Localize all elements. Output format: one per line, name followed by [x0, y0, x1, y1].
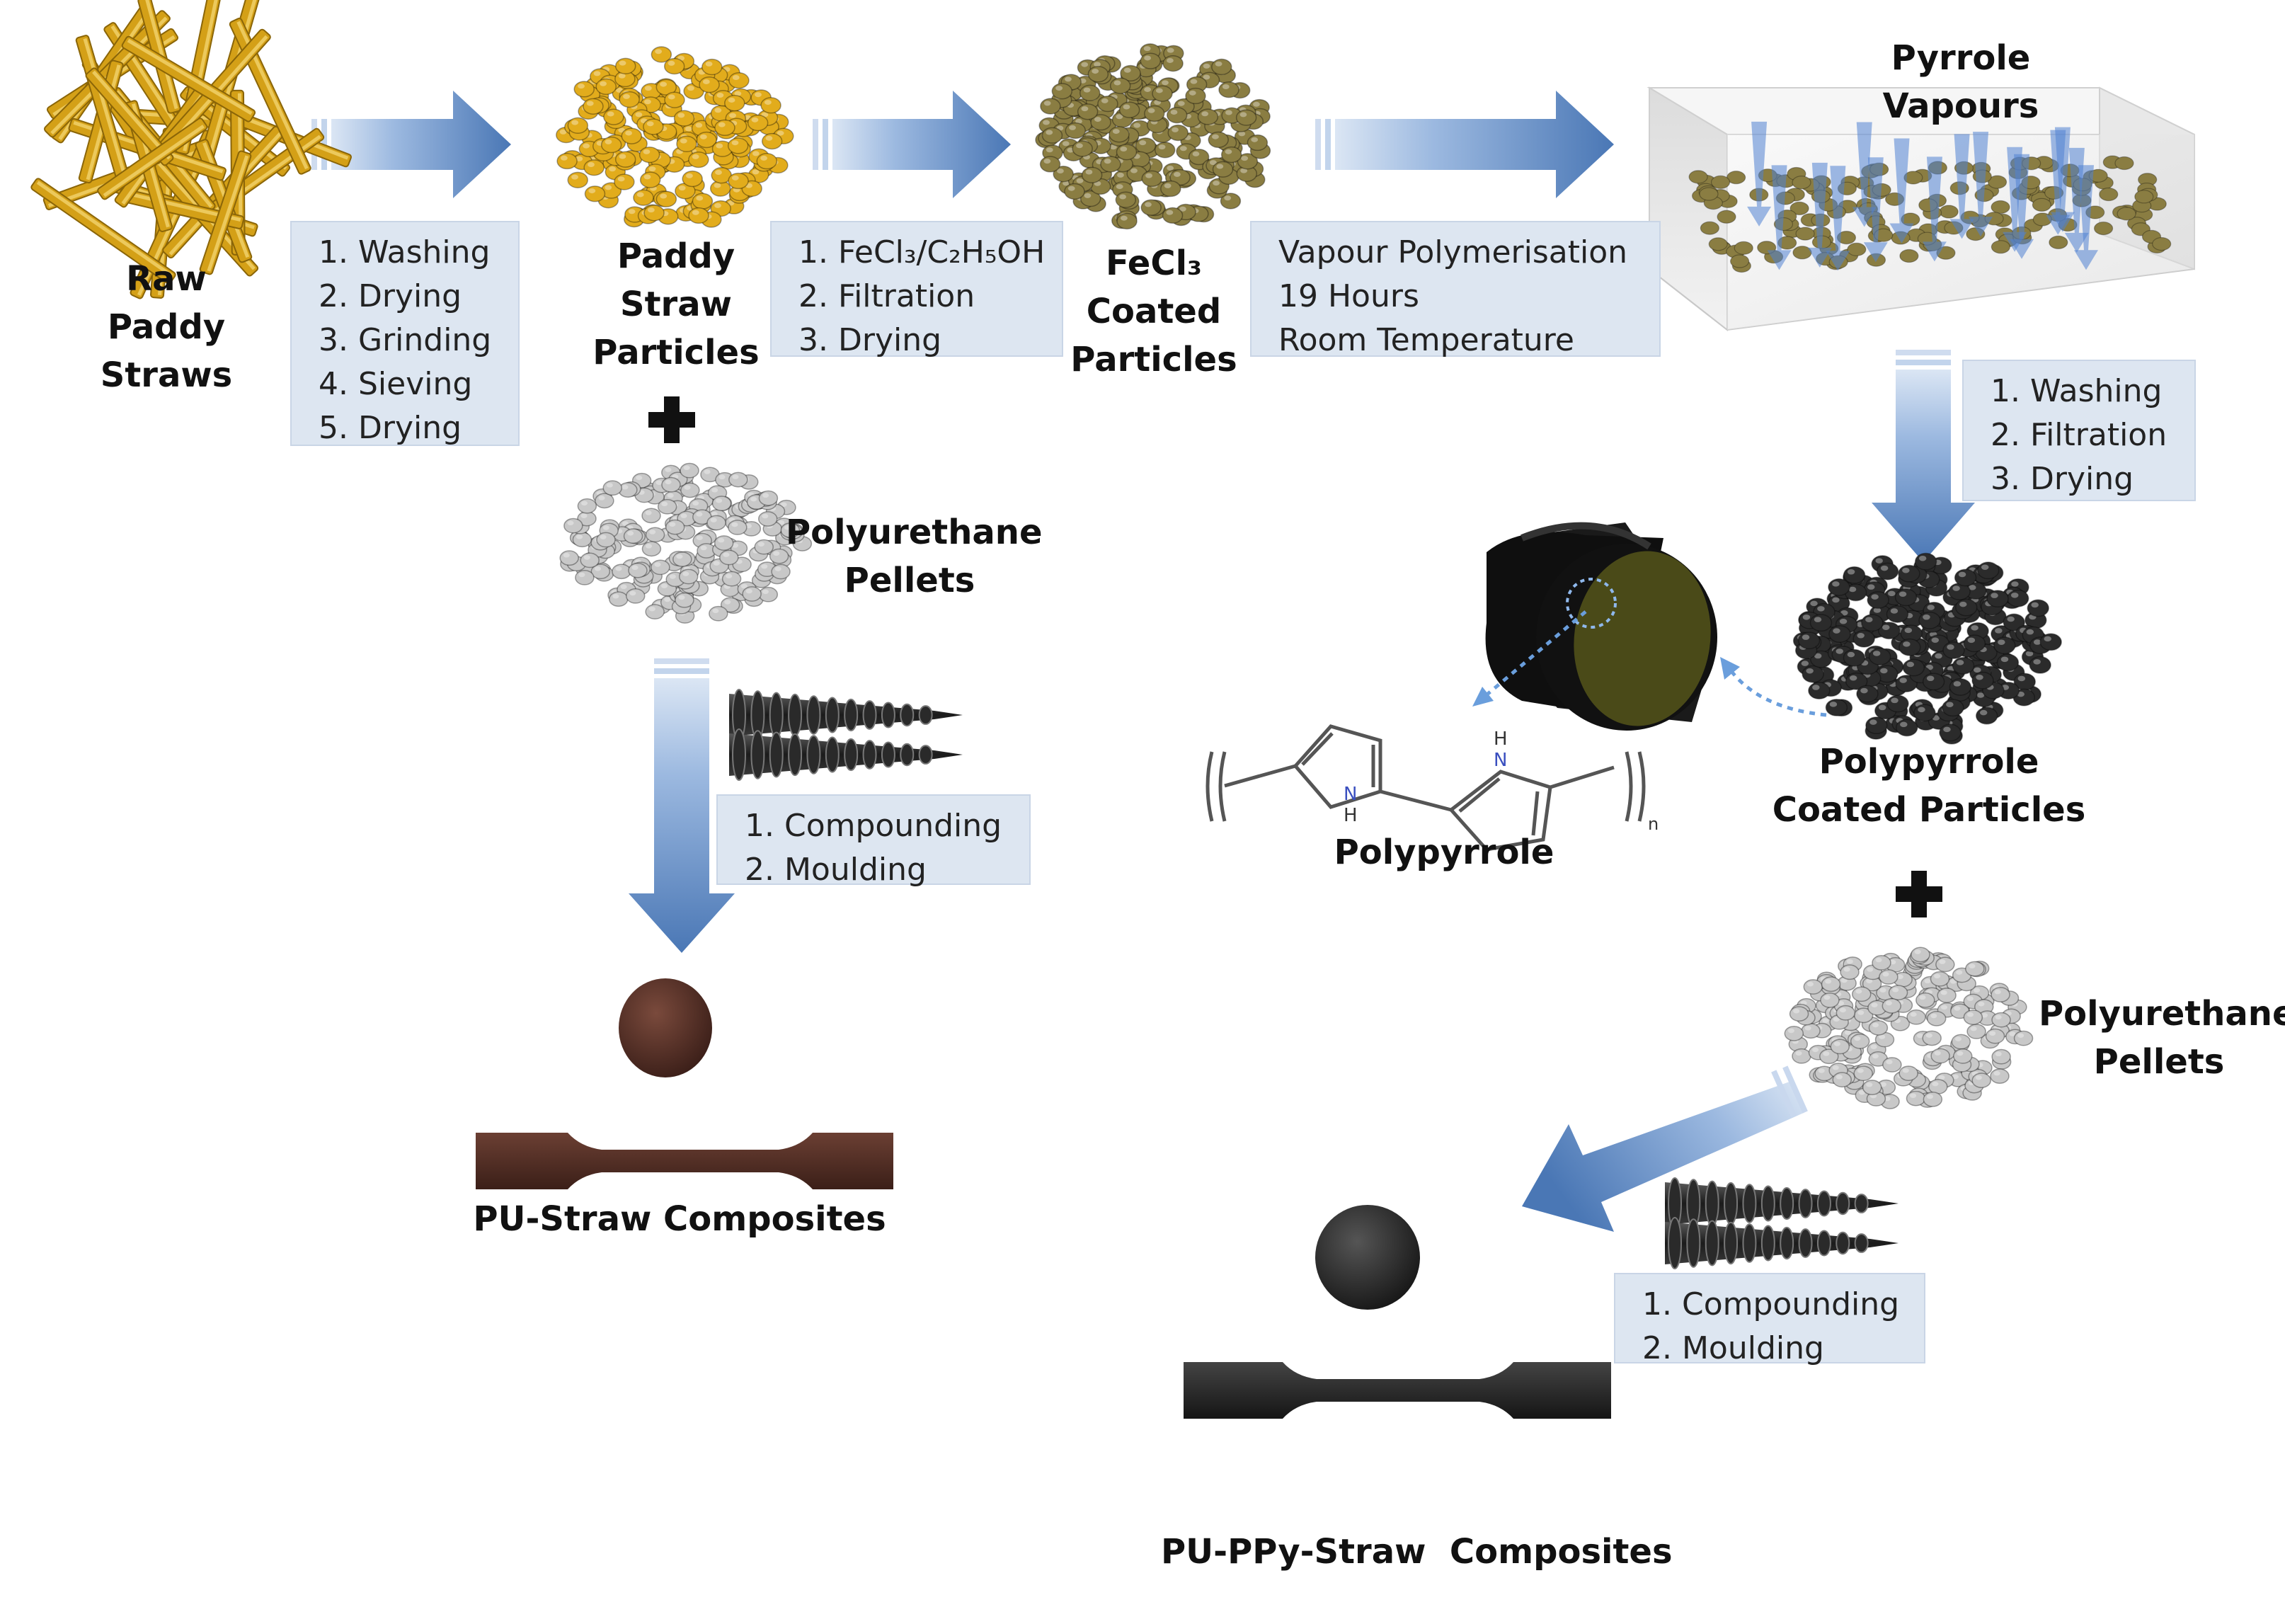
arrow-right-icon	[1315, 91, 1614, 198]
polypyrrole-label: Polypyrrole	[1334, 833, 1554, 872]
subscript-n-label: n	[1648, 814, 1659, 834]
straw-particles-image	[556, 46, 794, 228]
raw-paddy-straws-image	[30, 0, 352, 299]
dog-bone-specimen-icon	[476, 1133, 893, 1189]
polypyrrole-structure	[1206, 724, 1646, 852]
coated-fibre-icon	[1485, 522, 1717, 731]
disc-specimen-icon	[1315, 1205, 1420, 1310]
dog-bone-specimen-icon	[1184, 1362, 1611, 1419]
n-bottom-label: N	[1494, 750, 1507, 771]
pu-pellets-image	[559, 462, 813, 624]
arrow-down-left-icon	[1522, 1065, 1808, 1232]
disc-specimen-icon	[619, 978, 712, 1077]
process-diagram: N H N H n	[30, 0, 2195, 1419]
plus-icon	[1896, 871, 1942, 917]
pu-ppy-composites-label: PU-PPy-Straw Composites	[1161, 1532, 1673, 1572]
n-top-label: N	[1344, 784, 1357, 805]
vapour-chamber-image	[1647, 86, 2195, 332]
arrow-down-icon	[629, 658, 735, 953]
dotted-arrow-icon	[1472, 610, 1827, 717]
ppy-particles-image	[1792, 552, 2062, 745]
h-bottom-label: H	[1494, 728, 1508, 750]
extruder-screw-icon	[1665, 1177, 1899, 1269]
extruder-screw-icon	[729, 689, 963, 781]
arrow-right-icon	[311, 91, 511, 198]
fecl3-particles-image	[1035, 43, 1271, 230]
arrow-right-icon	[813, 91, 1011, 198]
h-top-label: H	[1344, 805, 1358, 826]
pu-pellets-image	[1784, 947, 2034, 1109]
plus-icon	[648, 396, 695, 443]
arrow-down-icon	[1872, 350, 1975, 562]
pu-straw-composites-label: PU-Straw Composites	[473, 1199, 886, 1239]
